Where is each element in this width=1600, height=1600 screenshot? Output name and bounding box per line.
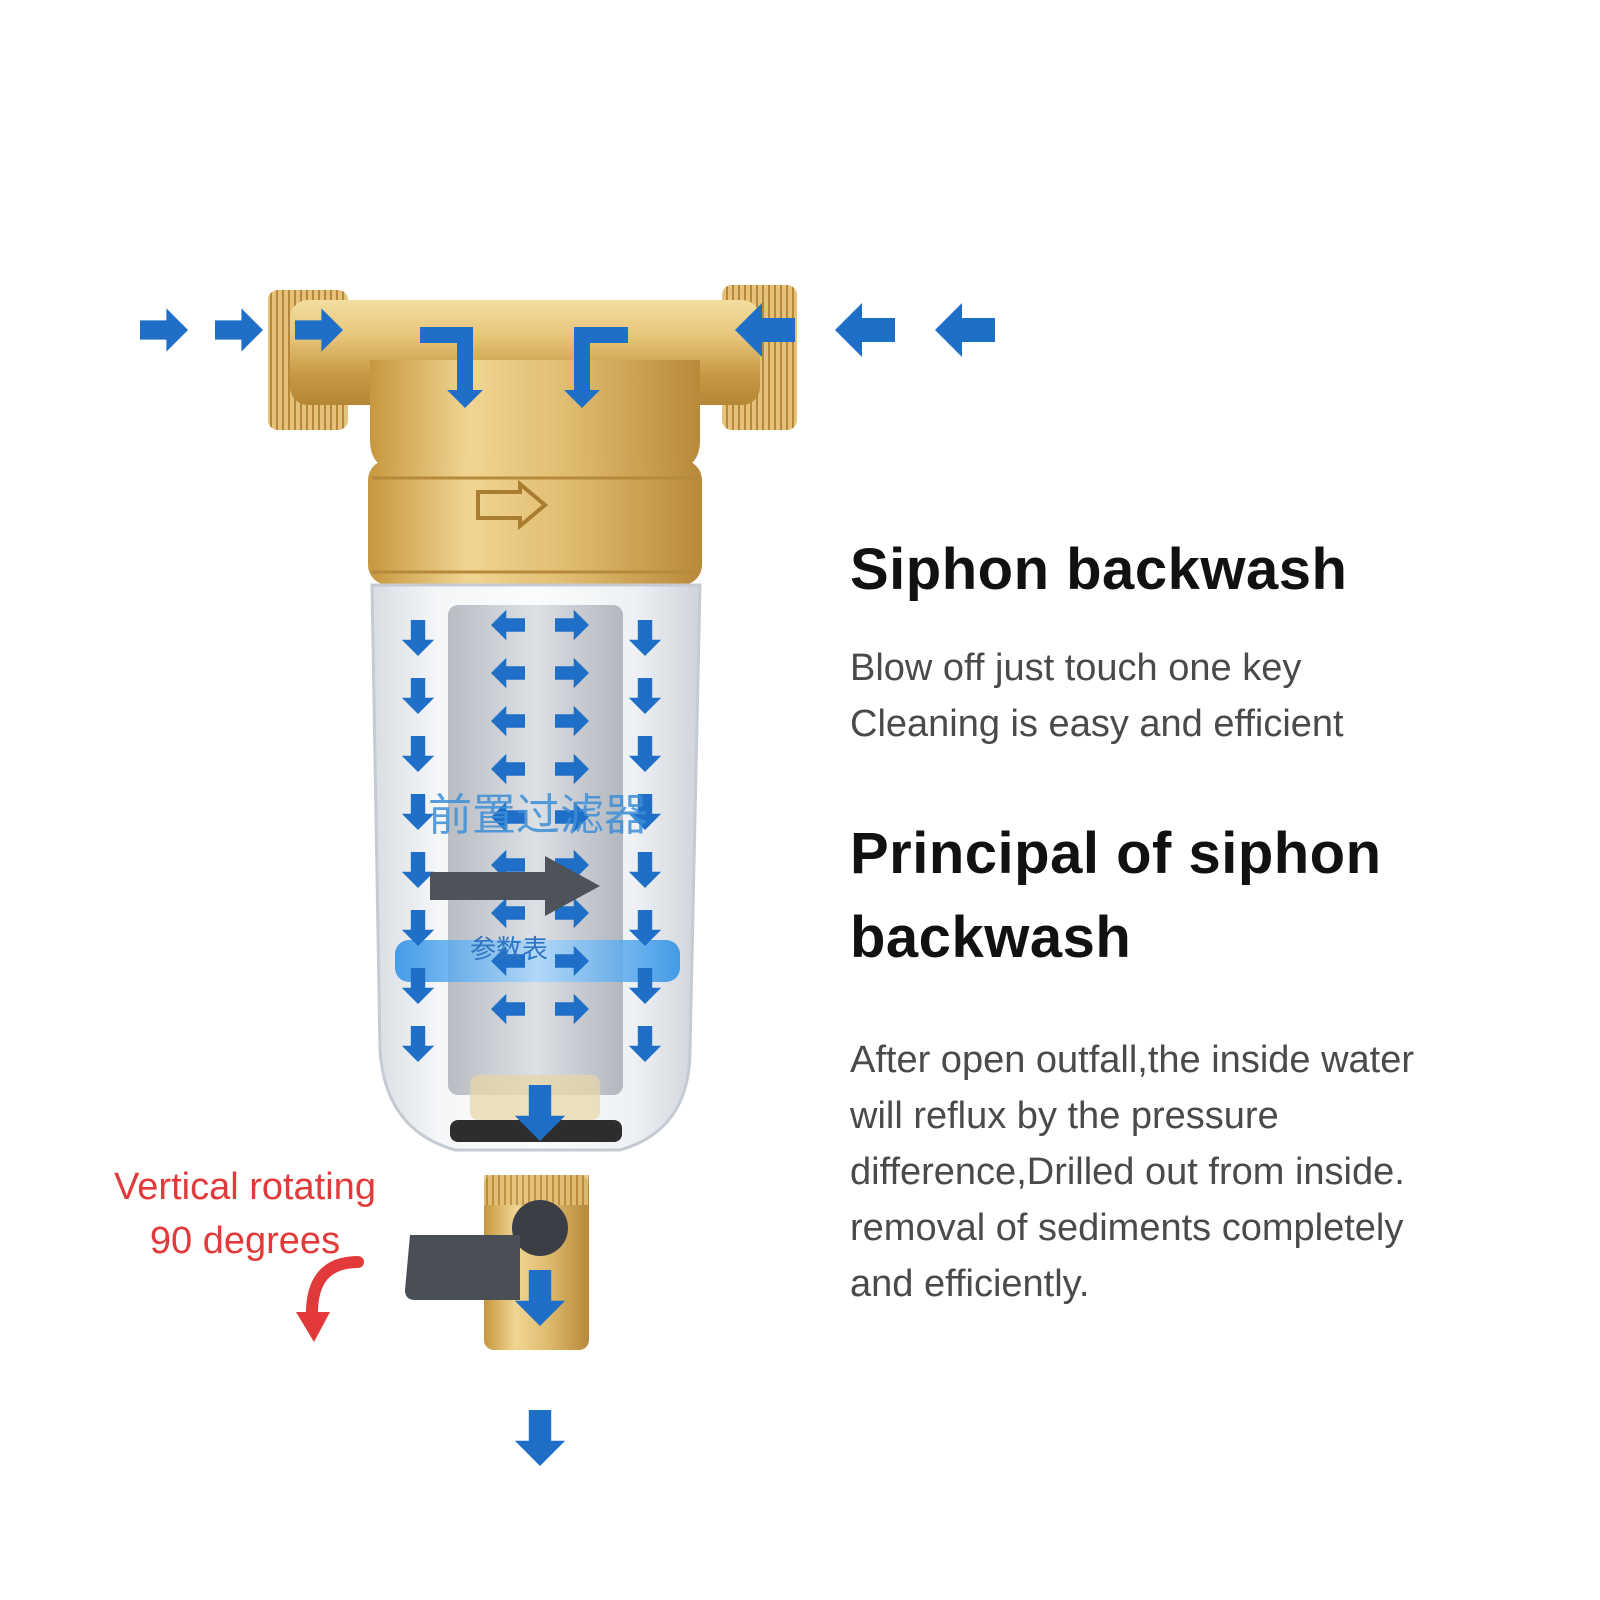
flow-arrow-icon xyxy=(835,303,895,357)
flow-arrow-icon xyxy=(628,1026,662,1062)
siphon-title: Siphon backwash xyxy=(850,537,1348,602)
flow-arrow-icon xyxy=(401,852,435,888)
valve-handle[interactable] xyxy=(405,1235,520,1300)
flow-arrow-icon xyxy=(555,753,589,785)
rotation-note: Vertical rotating 90 degrees xyxy=(80,1160,410,1268)
siphon-line: Blow off just touch one key xyxy=(850,647,1302,689)
rotate-arrowhead-icon xyxy=(296,1312,330,1342)
text-panel-background xyxy=(820,500,1540,1300)
flow-arrow-icon xyxy=(628,678,662,714)
brass-head xyxy=(268,285,797,585)
flow-arrow-icon xyxy=(491,657,525,689)
flow-arrow-icon xyxy=(491,801,525,833)
flow-arrow-icon xyxy=(555,945,589,977)
bowl-sublabel: 参数表 xyxy=(470,935,548,965)
flow-arrow-icon xyxy=(491,945,525,977)
flow-arrow-icon xyxy=(628,620,662,656)
flow-arrow-icon xyxy=(401,968,435,1004)
principal-line: will reflux by the pressure xyxy=(850,1095,1279,1137)
flow-arrow-icon xyxy=(295,308,343,352)
direction-embossed-icon xyxy=(476,479,549,531)
flow-arrow-icon xyxy=(401,910,435,946)
flow-arrow-icon xyxy=(491,993,525,1025)
flow-arrow-icon xyxy=(401,678,435,714)
flow-arrow-icon xyxy=(491,897,525,929)
flow-arrow-icon xyxy=(555,801,589,833)
flow-arrow-icon xyxy=(491,609,525,641)
flow-arrow-icon xyxy=(564,368,600,408)
flow-arrow-icon xyxy=(628,968,662,1004)
siphon-line: Cleaning is easy and efficient xyxy=(850,703,1344,745)
flow-arrow-icon xyxy=(491,753,525,785)
flow-arrow-icon xyxy=(555,705,589,737)
flow-arrow-icon xyxy=(401,736,435,772)
drain-valve xyxy=(405,1175,589,1350)
rotation-note-line: Vertical rotating xyxy=(114,1166,376,1208)
flow-arrow-icon xyxy=(401,620,435,656)
flow-arrow-icon xyxy=(140,308,188,352)
principal-line: and efficiently. xyxy=(850,1263,1090,1305)
flow-arrows xyxy=(140,303,995,1466)
rotation-note-line: 90 degrees xyxy=(149,1220,341,1262)
flow-arrow-icon xyxy=(514,1085,566,1141)
flow-arrow-icon xyxy=(420,327,473,375)
flow-arrow-icon xyxy=(555,657,589,689)
flow-arrow-icon xyxy=(628,794,662,830)
flow-arrow-icon xyxy=(555,849,589,881)
flow-arrow-icon xyxy=(514,1270,566,1326)
flow-arrow-icon xyxy=(628,736,662,772)
flow-arrow-icon xyxy=(215,308,263,352)
flow-arrow-icon xyxy=(447,368,483,408)
flow-arrow-icon xyxy=(555,993,589,1025)
flow-arrow-icon xyxy=(555,897,589,929)
flow-arrow-icon xyxy=(401,794,435,830)
flow-arrow-icon xyxy=(574,327,628,375)
principal-line: removal of sediments completely xyxy=(850,1207,1404,1249)
main-flow-arrow-icon xyxy=(430,856,600,916)
bowl-label: 前置过滤器 xyxy=(428,790,648,841)
flow-arrow-icon xyxy=(735,303,795,357)
flow-arrow-icon xyxy=(935,303,995,357)
flow-arrow-icon xyxy=(401,1026,435,1062)
siphon-description: Blow off just touch one key Cleaning is … xyxy=(850,640,1344,752)
flow-arrow-icon xyxy=(628,910,662,946)
principal-title: Principal of siphon backwash xyxy=(850,821,1382,970)
flow-arrow-icon xyxy=(514,1410,566,1466)
rotate-arrow-icon xyxy=(305,1256,364,1324)
principal-line: difference,Drilled out from inside. xyxy=(850,1151,1405,1193)
principal-description: After open outfall,the inside water will… xyxy=(850,1032,1530,1312)
principal-line: After open outfall,the inside water xyxy=(850,1039,1415,1081)
flow-arrow-icon xyxy=(628,852,662,888)
flow-arrow-icon xyxy=(555,609,589,641)
flow-arrow-icon xyxy=(491,705,525,737)
